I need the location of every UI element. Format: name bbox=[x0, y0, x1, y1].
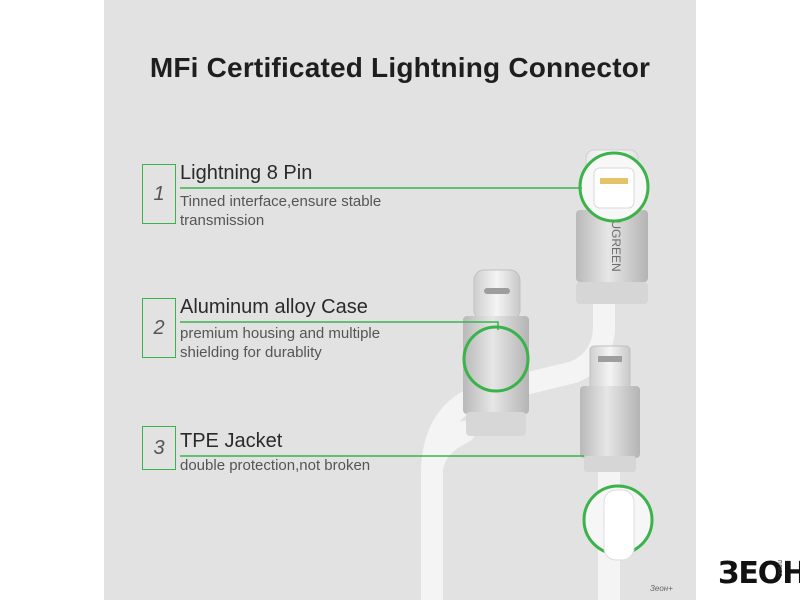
micro-usb-connector bbox=[580, 345, 640, 472]
product-panel: MFi Certificated Lightning Connector bbox=[104, 0, 696, 600]
feature-desc-1-line1: Tinned interface,ensure stable bbox=[180, 193, 382, 210]
lightning-tip-zoom bbox=[593, 167, 635, 209]
feature-title-2: Aluminum alloy Case bbox=[180, 296, 368, 318]
feature-title-1: Lightning 8 Pin bbox=[180, 162, 313, 184]
watermark-tiny: плюс bbox=[776, 560, 783, 577]
watermark-subtext: Зеон+ bbox=[650, 584, 673, 593]
brand-label: UGREEN bbox=[609, 220, 623, 271]
feature-desc-2-line1: premium housing and multiple bbox=[180, 325, 381, 342]
feature-desc-1-line2: transmission bbox=[180, 212, 265, 229]
page-title: MFi Certificated Lightning Connector bbox=[149, 52, 651, 83]
feature-number-2: 2 bbox=[142, 298, 176, 358]
feature-title-3: TPE Jacket bbox=[180, 430, 283, 452]
feature-desc-3-line1: double protection,not broken bbox=[180, 457, 371, 474]
feature-number-1: 1 bbox=[142, 164, 176, 224]
watermark-logo: ЗЕОН bbox=[718, 556, 800, 591]
cable-illustration: UGREEN bbox=[180, 149, 654, 600]
cable-zoom bbox=[603, 489, 635, 561]
feature-desc-2-line2: shielding for durablity bbox=[180, 344, 322, 361]
leader-lines bbox=[180, 187, 584, 457]
feature-number-3: 3 bbox=[142, 426, 176, 470]
usb-c-connector bbox=[463, 269, 529, 436]
